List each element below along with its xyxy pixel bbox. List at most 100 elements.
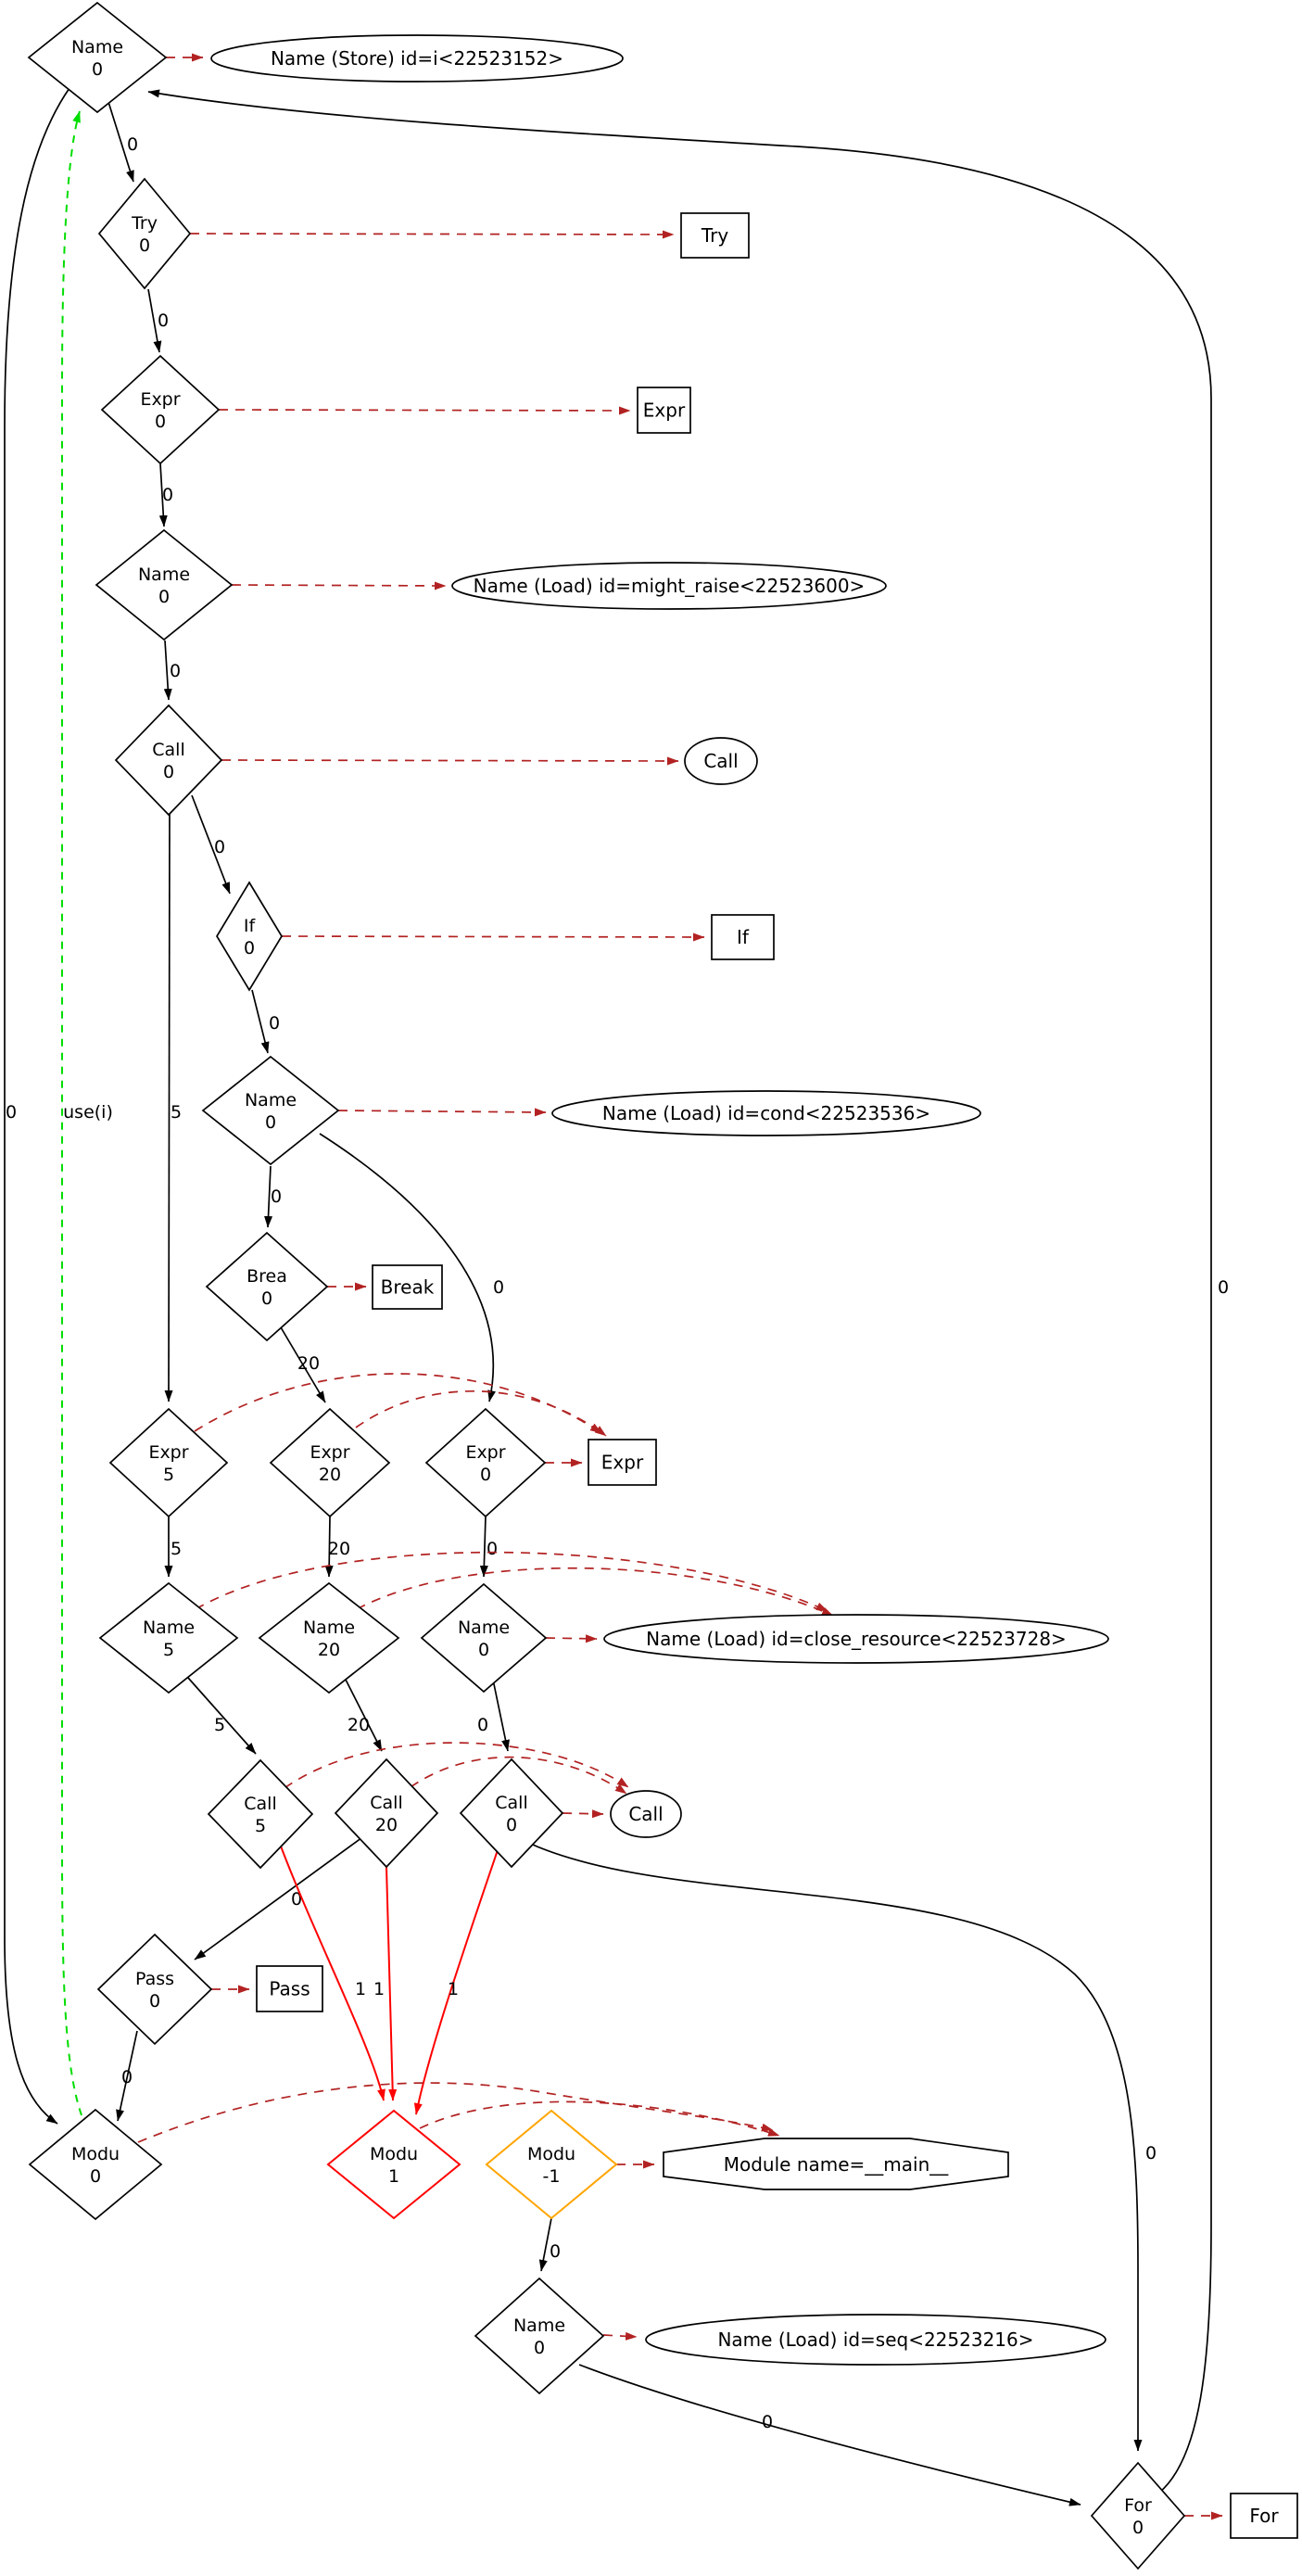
edge-brea-expr20-label: 20 [297, 1353, 320, 1374]
edge-type-expr-a [218, 406, 631, 415]
node-name-0-mightraise-shape [95, 528, 234, 641]
node-name-0-mightraise-label-0: Name [138, 565, 190, 585]
type-name-load-close-resource-shape [603, 1614, 1109, 1664]
node-if-0-shape [216, 881, 283, 992]
node-expr-0-close-shape [424, 1407, 547, 1518]
type-call-close-label: Call [628, 1803, 663, 1825]
node-name-0-top-label-0: Name [71, 37, 123, 57]
type-for-shape [1230, 2493, 1298, 2539]
type-name-load-might-raise-shape [451, 562, 887, 610]
node-expr-0-try-shape [100, 354, 221, 465]
node-pass-0-shape [96, 1933, 213, 2046]
node-for-0-shape [1090, 2461, 1186, 2570]
node-pass-0-label-1: 0 [149, 1991, 160, 2011]
edge-for-nametop [147, 89, 1212, 2494]
node-call-0-close-label-0: Call [495, 1793, 527, 1813]
type-expr-close: Expr [588, 1439, 657, 1486]
type-name-load-cond-label: Name (Load) id=cond<22523536> [602, 1102, 930, 1124]
edge-type-if [281, 933, 705, 942]
node-expr-5-shape [108, 1407, 229, 1518]
node-expr-0-try-label-1: 0 [155, 412, 166, 432]
type-for: For [1230, 2493, 1298, 2539]
node-modu-1-label-0: Modu [370, 2144, 418, 2164]
node-name-5-label-1: 5 [163, 1640, 174, 1660]
edge-call0-for [524, 1840, 1143, 2452]
node-call-0-top-shape [114, 704, 223, 817]
edge-call-if-label: 0 [214, 837, 225, 857]
edge-type-name0d [545, 1634, 598, 1643]
edge-type-expr5-arc [194, 1373, 602, 1434]
node-call-0-top-label-0: Call [152, 740, 184, 760]
type-call-top-shape [684, 737, 758, 785]
node-modu-1-shape [326, 2109, 461, 2220]
node-name-5-label-0: Name [143, 1618, 195, 1638]
node-name-0-seq-label-0: Name [513, 2316, 565, 2336]
type-try: Try [680, 212, 750, 259]
edge-call20-pass [194, 1832, 370, 1961]
node-if-0-label-1: 0 [244, 938, 255, 958]
type-name-load-cond: Name (Load) id=cond<22523536> [551, 1090, 981, 1136]
node-name-0-top-shape [27, 1, 168, 114]
node-call-20-label-0: Call [370, 1793, 402, 1813]
type-call-close-shape [610, 1790, 682, 1838]
edge-expr0-name0-label: 0 [487, 1539, 498, 1559]
edge-modu0-nametop-use-label: use(i) [63, 1102, 113, 1123]
node-call-5-label-1: 5 [255, 1816, 266, 1836]
type-name-store-i: Name (Store) id=i<22523152> [210, 34, 624, 82]
edge-type-call5-arc [284, 1742, 629, 1789]
edge-name-call [163, 640, 172, 701]
type-name-load-close-resource-label: Name (Load) id=close_resource<22523728> [646, 1628, 1067, 1650]
node-name-0-top-label-1: 0 [92, 59, 103, 80]
type-expr-try-label: Expr [643, 400, 686, 422]
type-name-load-seq: Name (Load) id=seq<22523216> [645, 2314, 1106, 2366]
edge-type-try [189, 230, 675, 239]
type-call-top: Call [684, 737, 758, 785]
edge-name0-for-label: 0 [762, 2412, 773, 2432]
node-modu-neg1: Modu-1 [485, 2109, 618, 2220]
type-if: If [711, 914, 775, 960]
node-modu-0-label-0: Modu [71, 2144, 120, 2164]
edge-name5-call5-label: 5 [214, 1715, 225, 1735]
edge-name-top-try [107, 101, 134, 183]
node-if-0: If0 [216, 881, 283, 992]
edge-pass-modu0 [116, 2030, 138, 2122]
edge-modu0-nametop-use [61, 110, 82, 2116]
node-expr-20-shape [269, 1407, 391, 1518]
type-break-label: Break [381, 1276, 435, 1299]
type-for-label: For [1249, 2505, 1279, 2527]
node-expr-20-label-1: 20 [319, 1465, 341, 1485]
node-pass-0-label-0: Pass [135, 1969, 174, 1989]
node-expr-0-close-label-1: 0 [480, 1465, 491, 1485]
node-modu-neg1-label-0: Modu [527, 2144, 575, 2164]
edge-call20-modu1 [386, 1866, 398, 2101]
type-name-load-seq-shape [645, 2314, 1106, 2366]
edge-pass-modu0-label: 0 [121, 2067, 133, 2087]
edge-call-if [191, 794, 231, 895]
node-expr-5-label-0: Expr [148, 1442, 188, 1463]
type-expr-try-shape [637, 387, 691, 434]
edge-moduneg1-name0-label: 0 [550, 2241, 561, 2262]
node-expr-5-label-1: 5 [163, 1465, 174, 1485]
edge-call0-modu1 [413, 1844, 500, 2115]
node-modu-neg1-label-1: -1 [543, 2166, 561, 2187]
type-if-label: If [737, 926, 750, 948]
edge-name-top-try-label: 0 [127, 134, 138, 155]
node-name-0-cond-label-1: 0 [265, 1112, 276, 1133]
edge-type-name-c [337, 1108, 547, 1117]
edge-name0-call0-label: 0 [477, 1715, 488, 1735]
node-modu-1-label-1: 1 [388, 2166, 399, 2187]
edge-call20-pass-label: 0 [291, 1889, 302, 1910]
type-module-shape [663, 2138, 1009, 2190]
node-try-0-shape [97, 177, 192, 290]
type-expr-close-label: Expr [601, 1452, 644, 1474]
edge-type-expr20-arc [355, 1390, 607, 1437]
type-break: Break [372, 1264, 443, 1310]
type-expr-try: Expr [637, 387, 691, 434]
